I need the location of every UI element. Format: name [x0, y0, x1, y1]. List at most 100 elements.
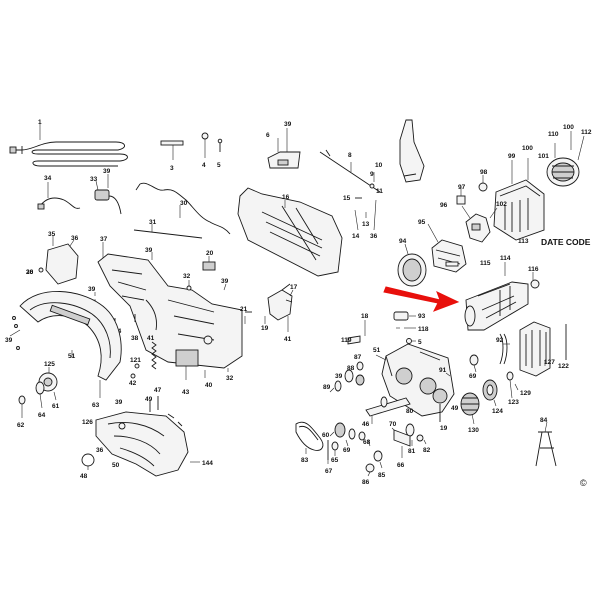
callout-label: 11	[376, 188, 383, 195]
callout-label: 17	[290, 284, 298, 291]
callout-label: 99	[508, 153, 516, 160]
callout-label: 32	[183, 273, 191, 280]
brush-holder-part	[456, 186, 466, 205]
callout-label: 32	[226, 375, 234, 382]
callout-label: 125	[44, 361, 55, 368]
callout-label: 30	[180, 200, 188, 207]
connector-part	[94, 174, 122, 215]
callout-label: 15	[343, 195, 351, 202]
callout-label: 39	[335, 373, 343, 380]
screw-part	[354, 199, 377, 231]
callout-label: 8	[348, 152, 352, 159]
callout-label: 51	[68, 353, 76, 360]
callout-label: 126	[82, 419, 93, 426]
callout-label: 68	[363, 439, 371, 446]
callout-label: 33	[90, 176, 98, 183]
callout-label: 61	[52, 403, 60, 410]
callout-label: 98	[480, 169, 488, 176]
main-housing-part	[97, 242, 243, 369]
bracket-part	[38, 236, 79, 285]
callout-label: 89	[323, 384, 331, 391]
callout-label: 80	[406, 408, 414, 415]
callout-label: 96	[440, 202, 448, 209]
wire-harness-part	[135, 182, 231, 235]
callout-label: 91	[439, 367, 447, 374]
callout-label: 46	[362, 421, 370, 428]
pointer-arrow-icon	[383, 286, 460, 312]
callout-label: 50	[112, 462, 120, 469]
callout-label: 81	[408, 448, 416, 455]
label-plate-part	[130, 349, 229, 380]
pulley-part	[460, 392, 480, 425]
callout-label: 110	[548, 131, 559, 138]
bolt-part	[201, 132, 209, 158]
copyright-mark: ©	[580, 478, 587, 488]
callout-label: 144	[202, 460, 213, 467]
callout-label: 38	[131, 335, 139, 342]
callout-label: 49	[145, 396, 153, 403]
callout-label: 21	[240, 306, 248, 313]
callout-label: 39	[5, 337, 13, 344]
nut-part	[327, 429, 411, 477]
callout-label: 63	[92, 402, 100, 409]
callout-label: 5	[217, 162, 221, 169]
spring-part	[186, 280, 227, 291]
callout-label: 87	[354, 354, 362, 361]
callout-label: 70	[389, 421, 397, 428]
callout-label: 10	[375, 162, 383, 169]
callout-label: 18	[361, 313, 369, 320]
gear-housing-part	[375, 343, 455, 417]
callout-label: 97	[458, 184, 466, 191]
callout-label: 101	[538, 153, 549, 160]
callout-label: 88	[347, 365, 355, 372]
callout-label: 34	[44, 175, 52, 182]
callout-label: 39	[103, 168, 111, 175]
callout-label: 20	[26, 269, 34, 276]
callout-label: 48	[80, 473, 88, 480]
callout-label: 114	[500, 255, 511, 262]
callout-label: 37	[100, 236, 108, 243]
retaining-ring-part	[81, 453, 95, 470]
callout-label: 6	[266, 132, 270, 139]
switch-housing-part	[267, 128, 301, 169]
callout-label: 93	[418, 313, 426, 320]
callout-label: 119	[341, 337, 352, 344]
bearing-ring-part	[397, 243, 427, 287]
callout-label: 49	[451, 405, 459, 412]
callout-label: 118	[418, 326, 429, 333]
bearing-part	[329, 422, 427, 447]
belt-part	[499, 333, 510, 365]
callout-label: 31	[149, 219, 157, 226]
washer-part	[18, 367, 58, 418]
callout-label: 16	[282, 194, 290, 201]
callout-label: 14	[352, 233, 360, 240]
callout-label: 69	[469, 373, 477, 380]
callout-label: 127	[544, 359, 555, 366]
callout-label: 41	[284, 336, 292, 343]
rod-part	[133, 224, 203, 239]
callout-label: 123	[508, 399, 519, 406]
callout-label: 41	[147, 335, 155, 342]
field-housing-part	[493, 158, 545, 241]
pin-part	[160, 140, 184, 160]
callout-label: 43	[182, 389, 190, 396]
bearing-part	[469, 354, 519, 407]
callout-label: 112	[581, 129, 592, 136]
spindle-shaft-part	[365, 396, 411, 424]
callout-label: 116	[528, 266, 539, 273]
fan-ring-part	[546, 131, 585, 187]
lower-blade-guard-part	[95, 411, 200, 477]
callout-label: 13	[362, 221, 370, 228]
callout-label: 39	[115, 399, 123, 406]
callout-label: 39	[88, 286, 96, 293]
clip-part	[202, 256, 216, 271]
callout-label: 124	[492, 408, 503, 415]
callout-label: 20	[206, 250, 214, 257]
callout-label: 35	[48, 231, 56, 238]
callout-label: 36	[96, 447, 104, 454]
callout-label: 62	[17, 422, 25, 429]
nut-part	[478, 175, 488, 192]
callout-label: 19	[440, 425, 448, 432]
callout-label: 86	[362, 479, 370, 486]
